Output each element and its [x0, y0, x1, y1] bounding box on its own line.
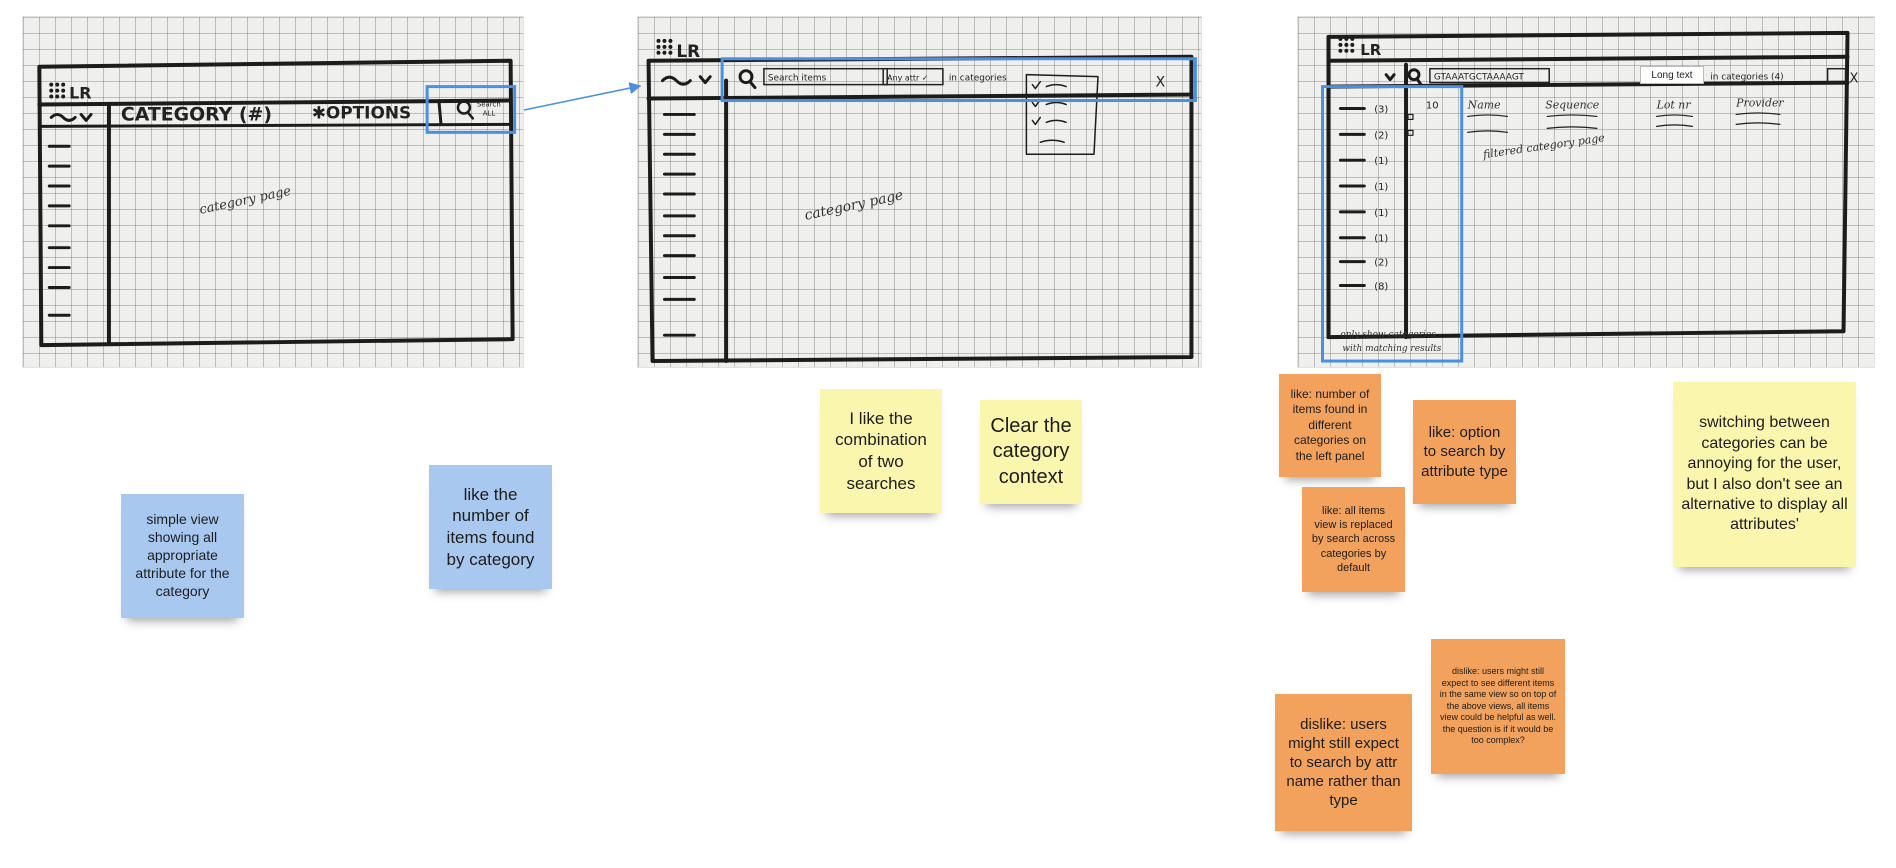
- sketch-3-col-lot: Lot nr: [1656, 98, 1692, 111]
- sketch-3-col-sequence: Sequence: [1545, 98, 1599, 111]
- sketch-2-in-categories: in categories: [949, 74, 1007, 84]
- sticky-note-text: like the number of items found by catego…: [446, 484, 535, 569]
- wave-icon: [49, 112, 93, 122]
- sticky-note-simple-view: simple view showing all appropriate attr…: [121, 494, 244, 618]
- sketch-2-search-highlight: [720, 57, 1197, 103]
- sketch-photo-3: LR GTAAATGCTAAAAGT in categories (4) X 1…: [1297, 16, 1875, 368]
- sketch-3-close: X: [1849, 72, 1858, 87]
- sketch-3-sidebar-note-2: with matching results: [1342, 344, 1441, 354]
- sketch-3-sidebar-note: only show categories: [1340, 330, 1436, 340]
- sketch-3-result-count: 10: [1426, 100, 1439, 111]
- sketch-1-search-label-2: ALL: [483, 109, 496, 117]
- sketch-3-cat-count: (3): [1374, 104, 1388, 115]
- sticky-note-like-attr-type: like: option to search by attribute type: [1413, 400, 1516, 504]
- chevron-down-icon: [1384, 73, 1396, 82]
- sketch-3-cat-count: (8): [1374, 281, 1388, 292]
- sketch-1-options-header: ✱OPTIONS: [312, 102, 411, 122]
- sketch-3-cat-count: (2): [1374, 130, 1388, 141]
- sketch-3-in-categories: in categories (4): [1710, 73, 1783, 83]
- sketch-3-cat-count: (1): [1374, 156, 1388, 167]
- search-icon: [1407, 68, 1421, 82]
- sticky-note-text: Clear the category context: [990, 414, 1072, 488]
- sketch-2-body-note: category page: [803, 187, 905, 224]
- sticky-note-like-all-items: like: all items view is replaced by sear…: [1302, 487, 1405, 592]
- sketch-3-filtered-note: filtered category page: [1481, 131, 1605, 161]
- sketch-photo-2: LR Search items Any attr ✓ in categories…: [637, 16, 1202, 368]
- sketch-1-body-note: category page: [198, 184, 293, 218]
- sketch-3-cat-count: (1): [1374, 208, 1388, 219]
- sketch-1-logo: LR: [69, 84, 91, 103]
- sketch-1-search-highlight: [425, 85, 517, 134]
- sticky-note-text: dislike: users might still expect to see…: [1439, 666, 1557, 746]
- sketch-3-cat-count: (1): [1374, 182, 1388, 193]
- long-text-label: Long text: [1640, 66, 1704, 84]
- sticky-note-like-left-panel: like: number of items found in different…: [1279, 374, 1381, 477]
- sketch-2-drawing: LR Search items Any attr ✓ in categories…: [646, 38, 1197, 364]
- sticky-note-dislike-same-view: dislike: users might still expect to see…: [1431, 639, 1565, 774]
- sticky-note-items-by-category: like the number of items found by catego…: [429, 465, 552, 589]
- sticky-note-clear-context: Clear the category context: [980, 400, 1082, 504]
- sticky-note-dislike-attr-name: dislike: users might still expect to sea…: [1275, 694, 1412, 831]
- sticky-note-text: I like the combination of two searches: [835, 408, 927, 493]
- sketch-3-logo: LR: [1360, 41, 1381, 59]
- sketch-3-search-value: GTAAATGCTAAAAGT: [1434, 73, 1525, 83]
- sketch-3-sidebar-highlight: [1321, 85, 1464, 363]
- sticky-note-text: like: number of items found in different…: [1290, 387, 1370, 463]
- sketch-2-close: X: [1156, 75, 1166, 91]
- sketch-3-col-provider: Provider: [1735, 96, 1784, 109]
- sticky-note-text: like: all items view is replaced by sear…: [1311, 505, 1396, 574]
- sticky-note-text: dislike: users might still expect to sea…: [1286, 715, 1401, 810]
- search-icon: [738, 69, 754, 85]
- sketch-1-search-label: Search: [477, 100, 501, 108]
- sketch-1-drawing: LR CATEGORY (#) ✱OPTIONS Search ALL cate…: [37, 58, 517, 348]
- sketch-2-attr-dropdown: Any attr ✓: [887, 74, 928, 83]
- sticky-note-text: like: option to search by attribute type: [1421, 424, 1508, 480]
- sketch-3-cat-count: (2): [1374, 258, 1388, 269]
- sketch-3-cat-count: (1): [1374, 234, 1388, 245]
- wave-icon: [660, 75, 712, 86]
- sketch-1-category-header: CATEGORY (#): [121, 103, 272, 125]
- search-icon: [456, 100, 472, 115]
- sticky-note-two-searches: I like the combination of two searches: [820, 389, 942, 513]
- sticky-note-text: switching between categories can be anno…: [1681, 414, 1848, 534]
- sketch-3-drawing: LR GTAAATGCTAAAAGT in categories (4) X 1…: [1321, 30, 1858, 363]
- sketch-3-col-name: Name: [1467, 98, 1501, 111]
- sketch-photo-1: LR CATEGORY (#) ✱OPTIONS Search ALL cate…: [22, 16, 524, 368]
- sticky-note-switching-categories: switching between categories can be anno…: [1673, 382, 1856, 567]
- sketch-2-search-placeholder: Search items: [768, 74, 827, 84]
- sketch-2-logo: LR: [676, 41, 700, 61]
- sticky-note-text: simple view showing all appropriate attr…: [135, 511, 230, 599]
